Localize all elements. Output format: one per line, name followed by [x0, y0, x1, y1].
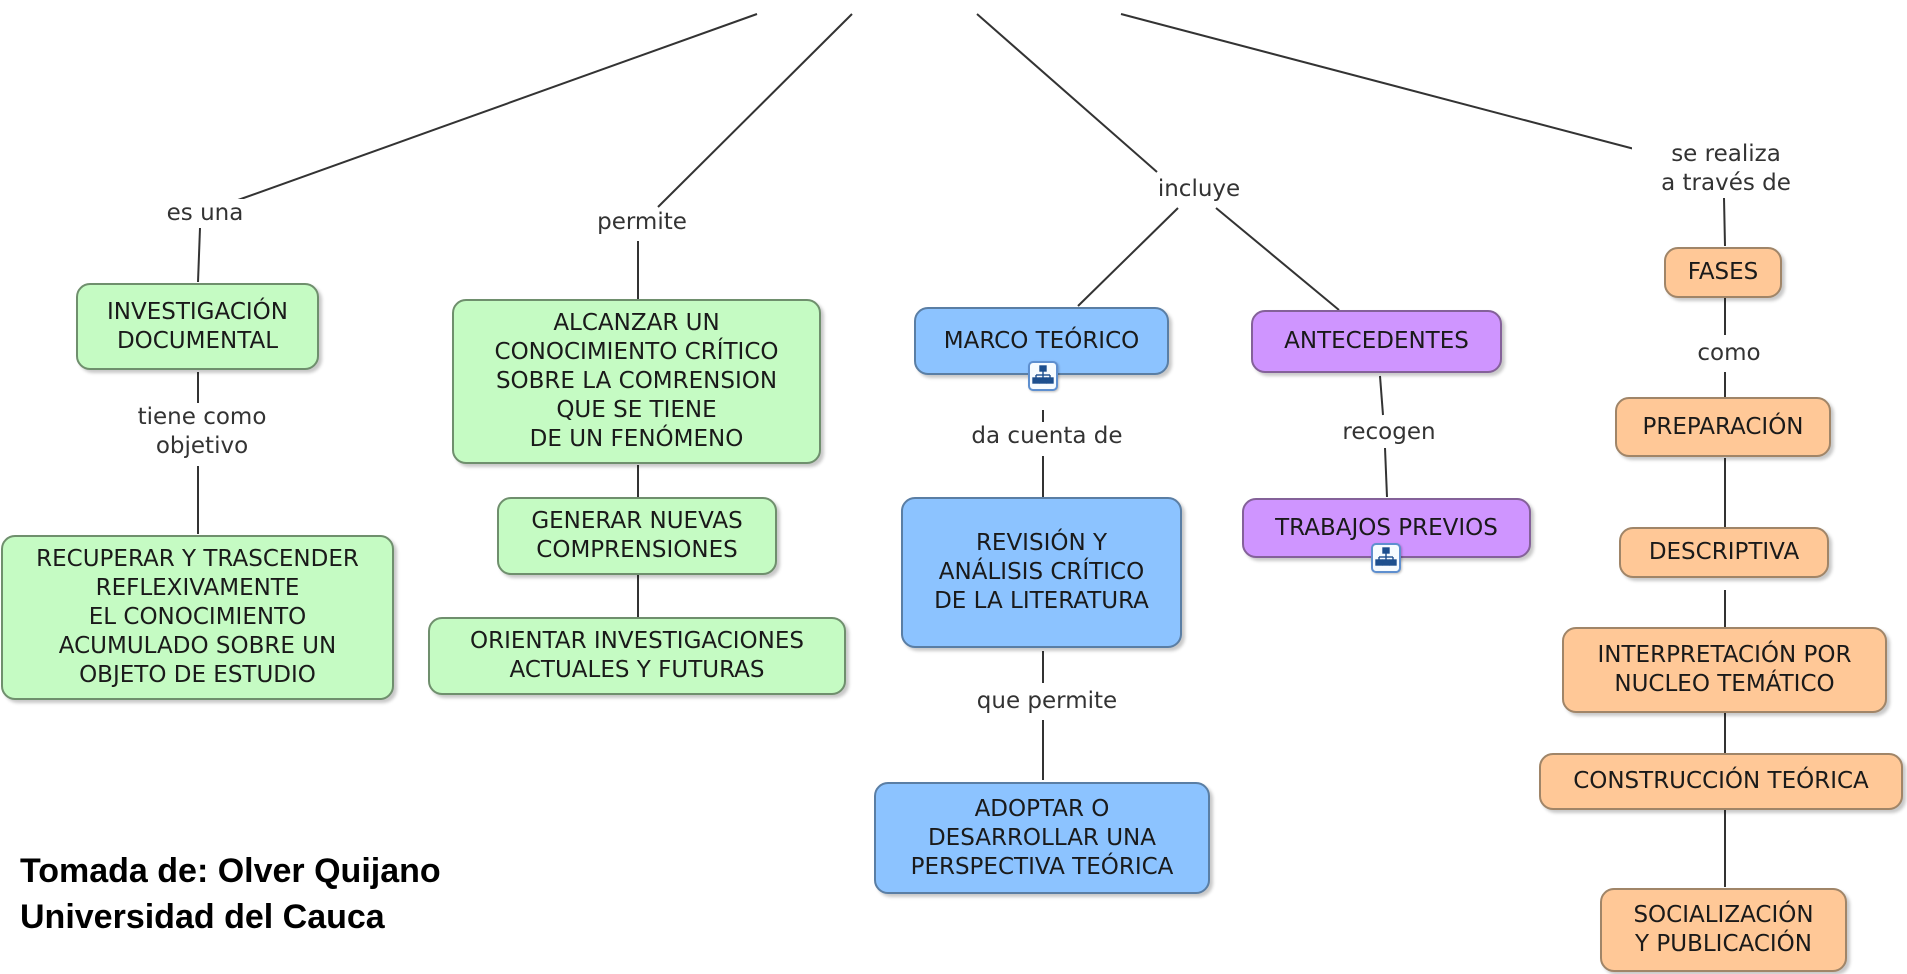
submap-hierarchy-glyph [1032, 365, 1054, 384]
credit-institution: Universidad del Cauca [20, 898, 385, 936]
link-como: como [1680, 339, 1778, 368]
link-da-cuenta-de: da cuenta de [950, 422, 1144, 451]
link-incluye: incluye [1140, 175, 1258, 204]
submap-hierarchy-icon[interactable] [1371, 543, 1401, 573]
concept-revision-analisis[interactable]: REVISIÓN Y ANÁLISIS CRÍTICO DE LA LITERA… [901, 497, 1182, 648]
concept-antecedentes[interactable]: ANTECEDENTES [1251, 310, 1502, 373]
link-tiene-como-objetivo: tiene como objetivo [116, 403, 288, 461]
concept-generar-comprensiones[interactable]: GENERAR NUEVAS COMPRENSIONES [497, 497, 777, 575]
submap-hierarchy-icon[interactable] [1028, 361, 1058, 391]
concept-recuperar-conocimiento[interactable]: RECUPERAR Y TRASCENDER REFLEXIVAMENTE EL… [1, 535, 394, 700]
concept-adoptar-perspectiva[interactable]: ADOPTAR O DESARROLLAR UNA PERSPECTIVA TE… [874, 782, 1210, 894]
concept-investigacion-documental[interactable]: INVESTIGACIÓN DOCUMENTAL [76, 283, 319, 370]
concept-fases[interactable]: FASES [1664, 247, 1782, 298]
credit-author: Tomada de: Olver Quijano [20, 852, 441, 890]
concept-descriptiva[interactable]: DESCRIPTIVA [1619, 527, 1829, 578]
link-permite: permite [578, 208, 706, 237]
concept-orientar-investigaciones[interactable]: ORIENTAR INVESTIGACIONES ACTUALES Y FUTU… [428, 617, 846, 695]
link-se-realiza: se realiza a través de [1632, 140, 1820, 198]
concept-construccion-teorica[interactable]: CONSTRUCCIÓN TEÓRICA [1539, 753, 1903, 810]
concept-socializacion[interactable]: SOCIALIZACIÓN Y PUBLICACIÓN [1600, 888, 1847, 972]
link-recogen: recogen [1325, 418, 1453, 447]
link-es-una: es una [146, 199, 264, 228]
concept-preparacion[interactable]: PREPARACIÓN [1615, 397, 1831, 457]
link-que-permite: que permite [954, 687, 1140, 716]
concept-interpretacion[interactable]: INTERPRETACIÓN POR NUCLEO TEMÁTICO [1562, 627, 1887, 713]
concept-alcanzar-conocimiento[interactable]: ALCANZAR UN CONOCIMIENTO CRÍTICO SOBRE L… [452, 299, 821, 464]
source-credit: Tomada de: Olver Quijano Universidad del… [20, 848, 441, 940]
submap-hierarchy-glyph [1375, 547, 1397, 566]
